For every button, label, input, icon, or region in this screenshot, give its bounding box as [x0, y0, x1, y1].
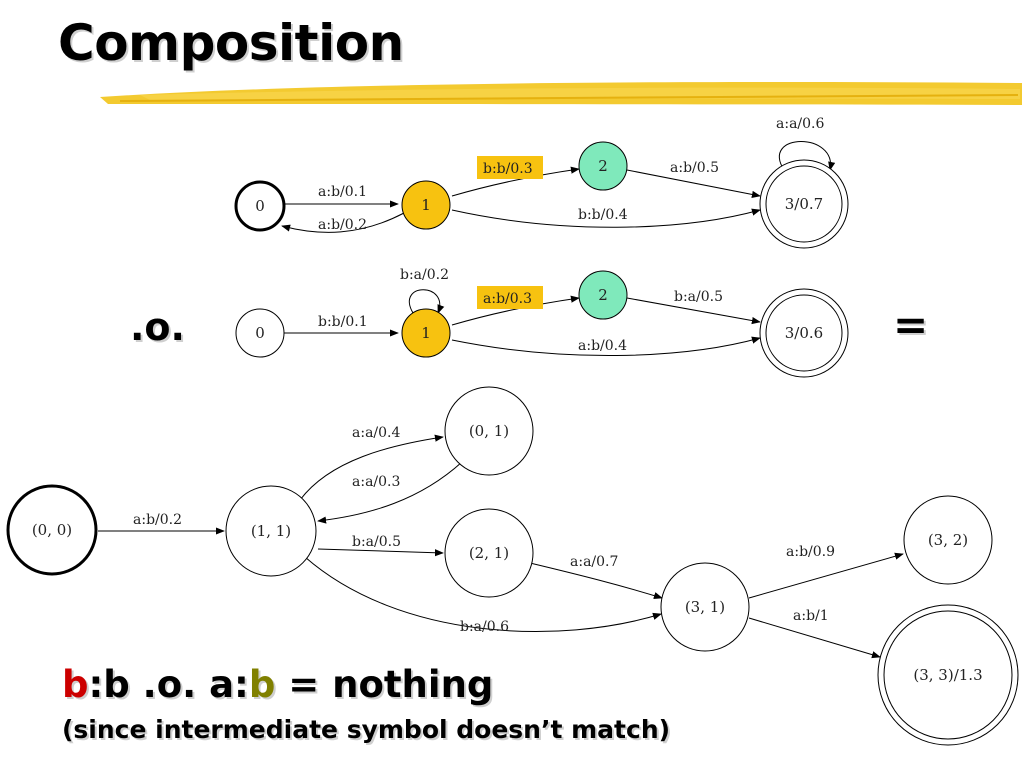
slide-title: Composition: [58, 14, 404, 72]
fst-result-edge-01-11: [317, 461, 463, 524]
fst-result-node-label: (3, 3)/1.3: [913, 666, 982, 684]
fst-a-node-label: 3/0.7: [785, 195, 823, 213]
fst-b-node-label: 2: [598, 286, 608, 304]
fst-result-edge-label: b:a/0.6: [460, 619, 509, 635]
fst-result-edge-label: b:a/0.5: [352, 534, 401, 550]
caption-sub: (since intermediate symbol doesn’t match…: [62, 715, 671, 744]
fst-b-edge-label: b:a/0.2: [400, 267, 449, 283]
fst-b-edge-label: a:b/0.3: [483, 291, 532, 307]
fst-a-node-label: 2: [598, 157, 608, 175]
fst-result-edge-label: a:b/0.2: [133, 512, 182, 528]
fst-b-node-2: [578, 270, 628, 320]
caption-b-red: b: [62, 663, 89, 706]
fst-result-edge-11-31: [304, 556, 662, 633]
fst-a: a:b/0.1 a:b/0.2 b:b/0.3 a:b/0.5 b:b/0.4 …: [234, 116, 849, 249]
fst-result-edge-label: a:a/0.3: [352, 474, 400, 490]
fst-result-edge-31-32: [748, 552, 904, 599]
fst-result-node-label: (3, 2): [928, 531, 968, 549]
fst-b-node-label: 1: [421, 324, 431, 342]
fst-a-edge-label: a:b/0.1: [318, 184, 367, 200]
fst-b-node-label: 3/0.6: [785, 324, 823, 342]
fst-result-node-label: (0, 1): [469, 422, 509, 440]
fst-b-edge-2-3: [626, 297, 761, 325]
fst-b: b:b/0.1 b:a/0.2 a:b/0.3 b:a/0.5 a:b/0.4 …: [235, 267, 849, 378]
fst-a-node-0: [234, 180, 286, 232]
fst-b-node-3-inner: [765, 294, 843, 372]
fst-a-edge-1-0: [281, 212, 405, 233]
fst-result-node-00: [6, 484, 98, 576]
fst-result-edge-11-01: [299, 434, 444, 501]
fst-result-edge-label: a:a/0.7: [570, 554, 618, 570]
caption-result: = nothing: [275, 663, 494, 706]
fst-a-edge-label: a:a/0.6: [776, 116, 824, 132]
compose-operator: .o.: [130, 305, 185, 349]
fst-b-highlight-label-bg: [477, 286, 543, 309]
fst-a-edge-label: b:b/0.4: [578, 207, 628, 223]
fst-result-node-11: [225, 485, 317, 577]
fst-b-node-1: [401, 308, 451, 358]
fst-result-node-21: [444, 508, 534, 598]
fst-a-node-label: 1: [421, 196, 431, 214]
fst-result-node-32: [903, 495, 993, 585]
fst-result-node-31: [660, 562, 750, 652]
fst-a-node-label: 0: [255, 197, 265, 215]
fst-a-edge-label: b:b/0.3: [483, 161, 533, 177]
fst-b-edge-label: b:a/0.5: [674, 289, 723, 305]
fst-b-edge-1-1-loop: [408, 289, 445, 314]
fst-result-node-label: (1, 1): [251, 522, 291, 540]
fst-a-highlight-label-bg: [477, 156, 543, 179]
fst-a-edge-1-2: [451, 166, 580, 197]
fst-result-edge-label: a:b/1: [793, 608, 829, 624]
caption-middle: :b .o. a:: [88, 663, 249, 706]
fst-a-edge-label: a:b/0.5: [670, 160, 719, 176]
equals-sign: =: [893, 300, 929, 349]
fst-a-edge-3-3-loop: [778, 141, 836, 171]
fst-b-node-label: 0: [255, 324, 265, 342]
caption-main: b:b .o. a:b = nothing: [62, 663, 493, 706]
caption-b-olive: b: [248, 663, 276, 706]
fst-result-node-33-inner: [883, 610, 1013, 740]
fst-result-edge-31-33: [748, 617, 881, 659]
fst-result-edge-label: a:b/0.9: [786, 544, 835, 560]
fst-a-edge-2-3: [626, 169, 761, 198]
fst-result-node-label: (3, 1): [685, 598, 725, 616]
fst-b-edge-label: a:b/0.4: [578, 338, 627, 354]
fst-b-edge-label: b:b/0.1: [318, 314, 368, 330]
fst-result-node-label: (2, 1): [469, 544, 509, 562]
fst-a-node-1: [401, 180, 451, 230]
fst-b-edge-1-2: [451, 295, 580, 326]
fst-result-node-01: [444, 386, 534, 476]
fst-result-edge-label: a:a/0.4: [352, 425, 400, 441]
fst-result: a:b/0.2 a:a/0.4 a:a/0.3 b:a/0.5 a:a/0.7 …: [6, 386, 1019, 746]
fst-result-edge-11-21: [317, 548, 444, 557]
fst-a-node-3-inner: [765, 165, 843, 243]
fst-b-edge-1-3: [451, 336, 761, 356]
fst-result-edge-21-31: [529, 562, 663, 600]
fst-b-node-0: [235, 308, 285, 358]
fst-a-edge-label: a:b/0.2: [318, 217, 367, 233]
fst-a-node-2: [578, 141, 628, 191]
fst-result-node-label: (0, 0): [32, 521, 72, 539]
fst-a-edge-1-3: [451, 208, 761, 228]
